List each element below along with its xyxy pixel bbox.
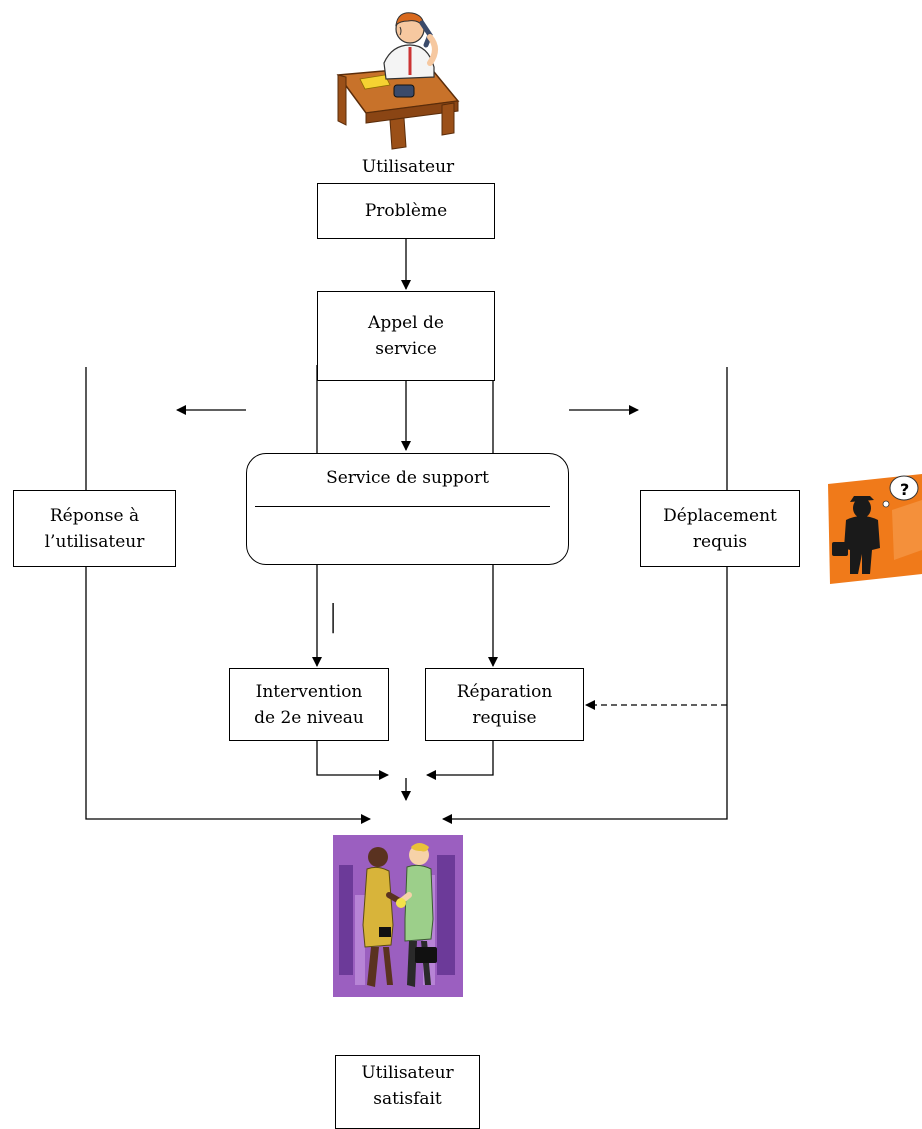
service-de-support-box: Service de support: [246, 453, 569, 565]
user-on-phone-icon: [336, 12, 460, 150]
deplacement-text-line2: requis: [692, 531, 748, 552]
reponse-box: Réponse à l’utilisateur: [13, 490, 176, 567]
arrow-intervention-merge: [316, 741, 389, 780]
intervention-box: Intervention de 2e niveau: [229, 668, 389, 741]
deplacement-box: Déplacement requis: [640, 490, 800, 567]
arrow-reponse-satisfait: [85, 367, 371, 824]
reponse-text-line1: Réponse à: [49, 505, 140, 526]
satisfait-text-line1: Utilisateur: [361, 1063, 454, 1083]
probleme-text: Problème: [364, 201, 448, 221]
intervention-text-line2: de 2e niveau: [254, 707, 364, 728]
reparation-text-line1: Réparation: [456, 681, 553, 702]
arrow-reparation-merge: [426, 741, 494, 780]
reparation-text-line2: requise: [472, 707, 537, 728]
satisfait-text-line2: satisfait: [373, 1089, 442, 1109]
intervention-text-line1: Intervention: [255, 681, 363, 702]
stray-mark: |: [328, 599, 339, 634]
deplacement-text-line1: Déplacement: [663, 505, 777, 526]
satisfait-box: Utilisateur satisfait: [335, 1055, 480, 1129]
probleme-box: Problème: [317, 183, 495, 239]
support-title: Service de support: [326, 468, 489, 488]
reponse-text-line2: l’utilisateur: [44, 531, 145, 552]
traveler-question-icon: ?: [828, 474, 922, 584]
handshake-icon: [333, 835, 463, 997]
support-divider: [255, 506, 550, 507]
appel-text-line1: Appel de: [368, 313, 444, 333]
top-actor-label: Utilisateur: [361, 157, 455, 177]
arrow-deplacement-satisfait: [442, 367, 728, 824]
appel-text-line2: service: [375, 339, 437, 359]
svg-text:?: ?: [900, 480, 909, 499]
appel-de-service-box: Appel de service: [317, 291, 495, 381]
reparation-box: Réparation requise: [425, 668, 584, 741]
